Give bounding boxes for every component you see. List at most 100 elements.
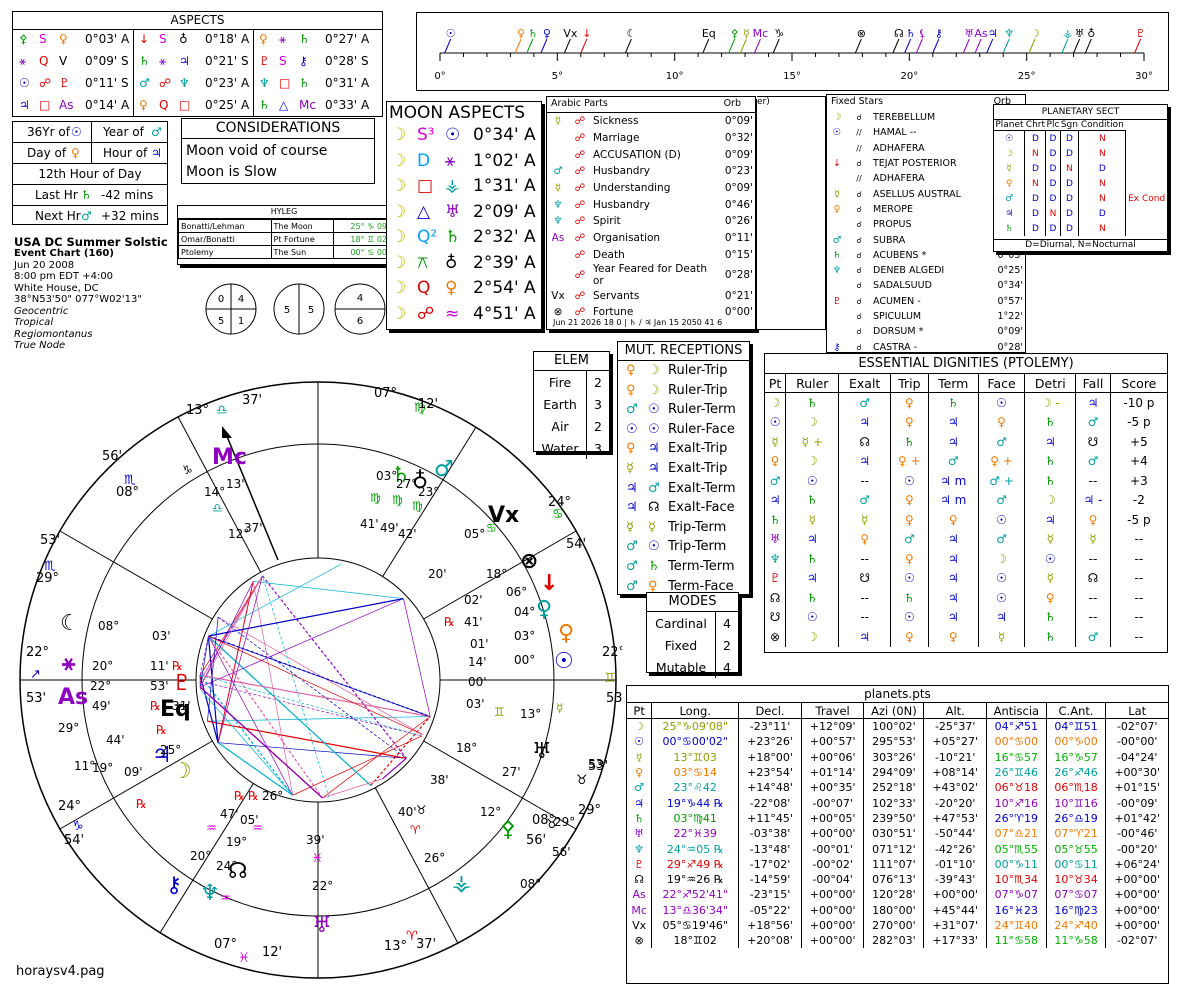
cusp-label: 54' [64, 833, 84, 848]
planet-label: ☿ [556, 701, 563, 715]
planet-label: 26° [424, 851, 445, 865]
fixed-star-orb: 0°34' [997, 280, 1024, 292]
fixed-star-aspect: ☌ [856, 220, 862, 230]
planet-label: 13° [520, 707, 541, 721]
planet-cell: ♆ [634, 842, 645, 856]
dignity-cell: ☿ [977, 627, 1025, 647]
planet-label: 49' [380, 521, 399, 535]
planet-row: ⊗18°♊02+20°08'+00°00'282°03'+17°33'11°♋5… [627, 933, 1168, 949]
planet-label: ☊ [228, 859, 248, 884]
aspect-glyph: ♇ [259, 54, 270, 68]
planet-label: Mc [212, 445, 247, 470]
reception-planet-2: ♃ [648, 441, 660, 457]
planet-cell: 076°13' [863, 871, 924, 888]
cusp-label: 24° [548, 495, 571, 510]
dignity-cell: ♃ [838, 412, 891, 432]
elements-count: 3 [586, 393, 609, 415]
planet-cell: +05°27' [923, 734, 987, 750]
planet-cell: 11°♋58 [986, 933, 1047, 949]
moon-aspect-orb: 1°31' A [473, 176, 536, 196]
mutual-receptions-panel: MUT. RECEPTIONS ♀☽Ruler-Trip♀☽Ruler-Trip… [617, 341, 750, 595]
moon-aspects-panel: MOON ASPECTS ☽S³☉0°34' A☽D⚹1°02' A☽□⚶1°3… [386, 101, 542, 330]
arabic-part-aspect: ☍ [574, 182, 586, 195]
arabic-part-planet: ♆ [553, 198, 563, 211]
dignity-cell: ♂ [977, 529, 1025, 549]
sect-value: D [1078, 206, 1126, 221]
dignity-cell: +3 [1109, 471, 1167, 491]
planet-row: ♀03°♋14+23°54'+01°14'294°09'+08°14'26°♊4… [627, 764, 1168, 781]
aspect-orb: 0°23' A [205, 76, 250, 90]
dignity-cell: -- [1109, 627, 1167, 647]
aspect-orb: 0°18' A [205, 32, 250, 46]
aspects-title: ASPECTS [13, 12, 382, 30]
planet-label: Eq [160, 697, 191, 722]
dignity-cell: ♂ [1075, 451, 1111, 471]
moon-aspect-planet: ≈ [445, 303, 460, 324]
planet-cell: -00°20' [1105, 841, 1168, 857]
planet-label: 04° [514, 605, 535, 619]
fixed-star-name: CASTRA - [873, 341, 918, 353]
hyleg-title: HYLEG [178, 206, 390, 219]
sect-footer: D=Diurnal, N=Nocturnal [994, 239, 1167, 250]
fixed-star-aspect: ☌ [856, 250, 862, 260]
planet-cell: 111°07' [863, 856, 924, 872]
planet-cell: 00°♑00 [1045, 734, 1106, 750]
planet-cell: -03°38' [738, 826, 802, 842]
elements-title: ELEM [534, 352, 609, 371]
planet-cell: ☊ [634, 873, 644, 887]
planet-cell: ☿ [635, 750, 643, 764]
planet-cell: 16°♋57 [986, 749, 1047, 765]
aspects-panel: ASPECTS ⚴S♀0°03' A↓S♁0°18' A♀⚹♄0°27' A⚹Q… [12, 11, 383, 117]
sect-value: N [1078, 130, 1126, 146]
dignity-cell: -- [1075, 471, 1111, 491]
hour-row: Next Hr♂+32 mins [13, 206, 167, 226]
arabic-part-name: Husbandry [593, 165, 650, 178]
fixed-star-row: ☽☌TEREBELLUM [827, 110, 1025, 125]
ruler-planet-glyph: ♆ [1004, 27, 1014, 40]
cusp-label: ♏ [44, 559, 56, 574]
sect-value: D [1059, 130, 1079, 146]
ruler-planet-glyph: As [974, 27, 988, 40]
reception-type: Term-Face [668, 578, 734, 594]
planet-label: 23° [418, 485, 439, 499]
reception-planet-1: ♀ [626, 382, 636, 398]
arabic-part-orb: 0°09' [724, 182, 753, 195]
dignity-cell: ♀ [889, 510, 929, 530]
aspects-divider [253, 30, 254, 116]
hour-planet-icon: ♂ [81, 209, 92, 223]
planet-cell: 07°♎21 [986, 826, 1047, 842]
planet-cell: 26°♎19 [1045, 810, 1106, 827]
dignity-cell: -- [838, 471, 891, 491]
reception-row: ♂☉Trip-Term [618, 537, 749, 557]
fixed-star-name: HAMAL -- [873, 127, 917, 139]
planet-label: 13' [226, 477, 245, 491]
planet-cell: +00°00' [1105, 902, 1168, 918]
planet-cell: 13°♊03 [651, 749, 739, 765]
fixed-star-name: ASELLUS AUSTRAL [873, 188, 961, 200]
consideration-2: Moon is Slow [186, 164, 277, 180]
reception-type: Trip-Term [668, 519, 727, 535]
fixed-stars-title: Fixed Stars [831, 96, 884, 107]
planet-label: ♈ [410, 823, 421, 837]
dignity-cell: ♂ [889, 529, 929, 549]
aspect-orb: 0°33' A [325, 98, 370, 112]
dignities-header-cell: Term [927, 374, 979, 393]
planet-label: ♉ [416, 803, 427, 817]
hour-divider [91, 122, 92, 142]
planet-cell: -17°02' [738, 856, 802, 872]
arabic-part-name: Husbandry [593, 198, 650, 211]
dignity-row: ♆♄--♀♃☽☉---- [765, 549, 1167, 569]
planet-label: 19° [226, 835, 247, 849]
planet-label: ♍ [370, 491, 381, 505]
sect-value: D [1059, 221, 1079, 236]
dignities-header-cell: Detri [1024, 374, 1076, 393]
planetary-hours-panel: 36Yr of☉Year of♂Day of♀Hour of♃12th Hour… [12, 121, 168, 225]
dignity-row: ☋☉--☉♃♃♄---- [765, 607, 1167, 627]
aspect-glyph: ♄ [299, 76, 310, 90]
fixed-star-planet [827, 217, 847, 232]
dignity-cell: ♃ [785, 529, 839, 549]
